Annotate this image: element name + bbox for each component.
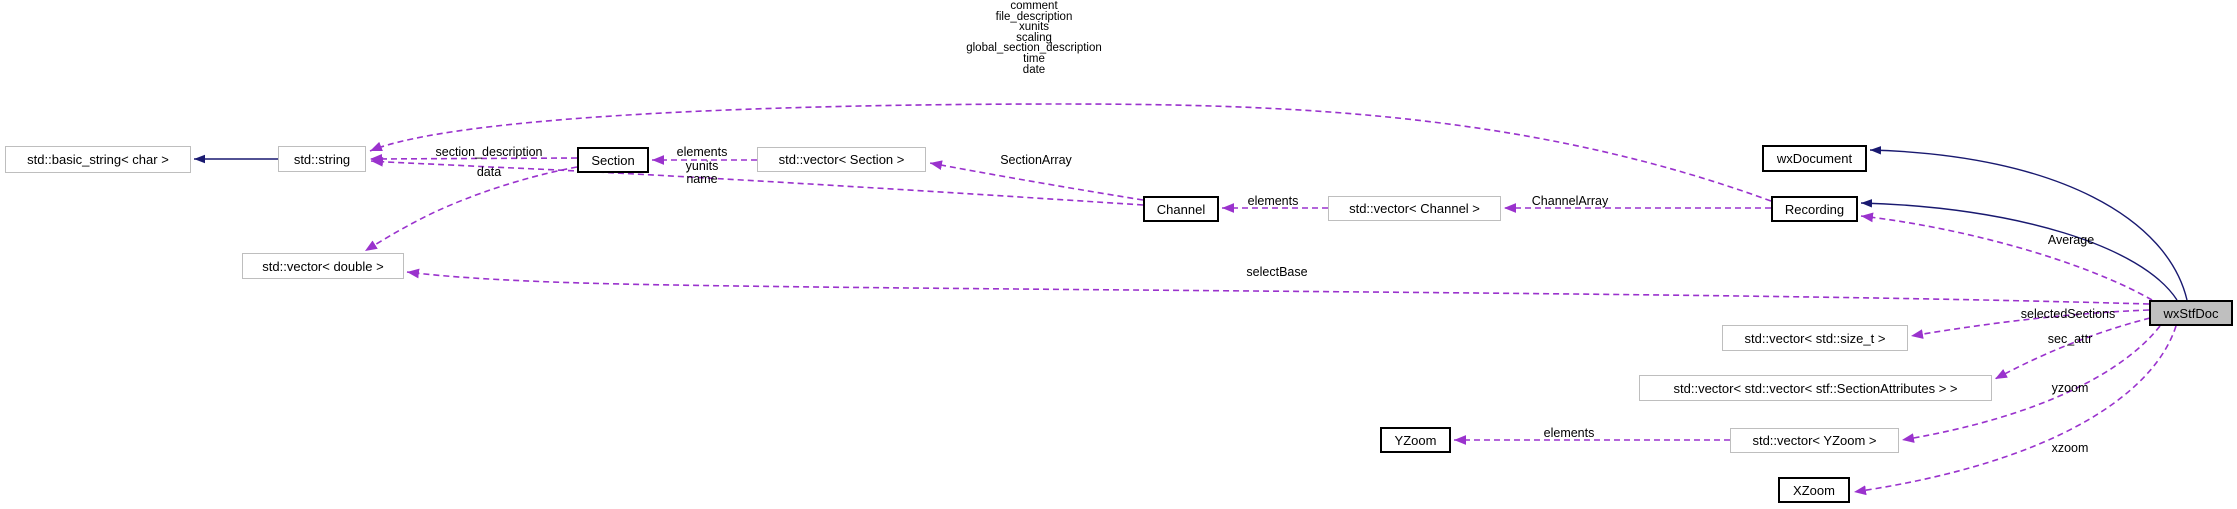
edge-usage-wxstfdoc-vectorsectionattributes-secattr — [1994, 317, 2151, 380]
node-std-basic-string-char: std::basic_string< char > — [5, 146, 191, 173]
edge-usage-recording-stdstring — [369, 103, 1772, 202]
edge-usage-wxstfdoc-recording-average — [1860, 212, 2153, 301]
edge-label-line-time: time — [1023, 52, 1045, 65]
edge-usage-section-vectordouble — [364, 166, 578, 252]
node-std-string: std::string — [278, 146, 366, 172]
node-std-vector-channel: std::vector< Channel > — [1328, 196, 1501, 221]
edge-label-yunits: yunits — [685, 159, 719, 173]
edge-label-sectionarray: SectionArray — [1000, 153, 1072, 167]
edge-usage-wxstfdoc-xzoom-xzoom — [1853, 325, 2177, 496]
edge-label-xzoom: xzoom — [2051, 441, 2089, 455]
edge-usage-channel-stdstring — [370, 156, 1144, 206]
node-recording[interactable]: Recording — [1771, 196, 1858, 222]
edge-label-line-file-description: file_description — [995, 10, 1073, 23]
edge-label-line-xunits: xunits — [1018, 21, 1050, 34]
edge-label-elements-yzoom: elements — [1543, 426, 1595, 440]
edge-usage-section-stdstring — [369, 154, 578, 164]
edge-usage-channel-vectorsection — [929, 160, 1144, 201]
edge-label-line-scaling: scaling — [1016, 31, 1052, 44]
edge-label-line-comment: comment — [1010, 0, 1058, 12]
node-std-vector-section: std::vector< Section > — [757, 147, 926, 172]
node-section[interactable]: Section — [577, 147, 649, 173]
node-std-vector-sectionattributes: std::vector< std::vector< stf::SectionAt… — [1639, 375, 1992, 401]
edge-inheritance-wxstfdoc-wxdocument — [1869, 146, 2188, 301]
node-std-vector-size-t: std::vector< std::size_t > — [1722, 325, 1908, 351]
edge-label-average: Average — [2047, 233, 2095, 247]
node-std-vector-double: std::vector< double > — [242, 253, 404, 279]
node-wxstfdoc[interactable]: wxStfDoc — [2149, 300, 2233, 326]
edge-label-channelarray: ChannelArray — [1531, 194, 1609, 208]
edge-label-sec-attr: sec_attr — [2047, 332, 2093, 346]
node-wxdocument[interactable]: wxDocument — [1762, 145, 1867, 172]
edge-usage-wxstfdoc-vectoryzoom-yzoom — [1901, 325, 2161, 443]
edge-label-yzoom: yzoom — [2051, 381, 2089, 395]
edge-label-data: data — [476, 165, 502, 179]
node-xzoom[interactable]: XZoom — [1778, 477, 1850, 503]
edge-label-selectbase: selectBase — [1246, 265, 1308, 279]
edge-label-line-global-section-description: global_section_description — [966, 42, 1102, 55]
edge-label-elements-section: elements — [676, 145, 728, 159]
edge-label-name: name — [686, 172, 718, 186]
edge-label-recording-string-members: comment file_description xunits scaling … — [966, 0, 1102, 76]
edge-usage-wxstfdoc-vectordouble-selectbase — [406, 268, 2150, 305]
edge-label-elements-channel: elements — [1247, 194, 1299, 208]
node-channel[interactable]: Channel — [1143, 196, 1219, 222]
node-std-vector-yzoom: std::vector< YZoom > — [1730, 428, 1899, 453]
edge-label-selectedsections: selectedSections — [2020, 307, 2116, 321]
edge-label-section-description: section_description — [435, 145, 543, 159]
edge-label-line-date: date — [1022, 63, 1046, 76]
edge-inheritance-wxstfdoc-recording — [1860, 199, 2178, 301]
node-yzoom[interactable]: YZoom — [1380, 427, 1451, 453]
